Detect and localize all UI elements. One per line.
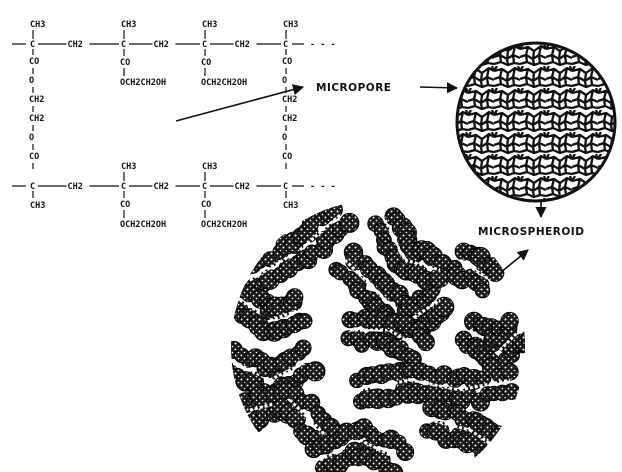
methylene-group: CH2	[154, 182, 169, 192]
microspheroid-particle	[340, 213, 359, 232]
methylene-group: CH2	[29, 95, 44, 105]
methylene-group: CH2	[68, 182, 83, 192]
carbon-atom: C	[30, 182, 35, 192]
microspheroid-particle	[286, 289, 303, 306]
microspheroid-particle	[295, 340, 311, 356]
microspheroid-particle	[491, 428, 508, 445]
carbon-atom: C	[121, 182, 126, 192]
ether-oxygen: O	[29, 133, 34, 143]
ether-oxygen: O	[29, 76, 34, 86]
hydroxyethyl-side-chain: OCH2CH2OH	[120, 220, 166, 230]
carbonyl-group: CO	[201, 200, 211, 210]
carbon-atom: C	[121, 40, 126, 50]
microspheroid-particle	[502, 364, 519, 381]
carbonyl-group: CO	[29, 57, 39, 67]
chain-continuation: - - -	[310, 40, 336, 50]
carbon-atom: C	[30, 40, 35, 50]
methyl-group: CH3	[283, 201, 298, 211]
methylene-group: CH2	[235, 40, 250, 50]
microspheroid-particle	[504, 384, 520, 400]
micropore-label: MICROPORE	[316, 82, 391, 94]
methyl-group: CH3	[121, 20, 136, 30]
microspheroid-particle	[297, 314, 312, 329]
hydroxyethyl-side-chain: OCH2CH2OH	[120, 78, 166, 88]
hydroxyethyl-side-chain: OCH2CH2OH	[201, 220, 247, 230]
methylene-group: CH2	[282, 95, 297, 105]
methyl-group: CH3	[121, 162, 136, 172]
methyl-group: CH3	[283, 20, 298, 30]
hydroxyethyl-side-chain: OCH2CH2OH	[201, 78, 247, 88]
carbon-atom: C	[283, 40, 288, 50]
microspheroid-particle	[485, 453, 503, 471]
microspheroid-particle	[237, 261, 252, 276]
carbonyl-group: CO	[29, 152, 39, 162]
arrow-icon	[420, 87, 457, 88]
ether-oxygen: O	[282, 133, 287, 143]
carbonyl-group: CO	[120, 200, 130, 210]
microspheroid-particle	[306, 362, 325, 381]
methylene-group: CH2	[154, 40, 169, 50]
carbonyl-group: CO	[282, 152, 292, 162]
microspheroid-circle	[455, 41, 620, 206]
methyl-group: CH3	[202, 162, 217, 172]
microspheroid-label: MICROSPHEROID	[478, 226, 584, 238]
microspheroid-particle	[479, 448, 495, 464]
methylene-group: CH2	[29, 114, 44, 124]
microspheroid-particle	[487, 264, 504, 281]
methyl-group: CH3	[202, 20, 217, 30]
carbon-atom: C	[202, 182, 207, 192]
aggregate-circle	[214, 201, 538, 472]
ether-oxygen: O	[282, 76, 287, 86]
microspheroid-particle	[497, 434, 513, 450]
microspheroid-particle	[214, 358, 232, 376]
microspheroid-particle	[501, 312, 518, 329]
polymer-network-structure: CCH2CCH2CCH2C- - -CH3CH3CH3CH3COOCH2CH2O…	[12, 20, 336, 230]
microspheroid-particle	[417, 334, 434, 351]
methyl-group: CH3	[30, 201, 45, 211]
carbonyl-group: CO	[201, 58, 211, 68]
microspheroid-particle	[397, 444, 414, 461]
methylene-group: CH2	[235, 182, 250, 192]
microspheroid-particle	[434, 297, 453, 316]
methyl-group: CH3	[30, 20, 45, 30]
chain-continuation: - - -	[310, 182, 336, 192]
carbon-atom: C	[202, 40, 207, 50]
carbon-atom: C	[283, 182, 288, 192]
microspheroid-particle	[475, 283, 490, 298]
microspheroid-particle	[521, 330, 538, 347]
carbonyl-group: CO	[282, 57, 292, 67]
carbonyl-group: CO	[120, 58, 130, 68]
methylene-group: CH2	[282, 114, 297, 124]
methylene-group: CH2	[68, 40, 83, 50]
